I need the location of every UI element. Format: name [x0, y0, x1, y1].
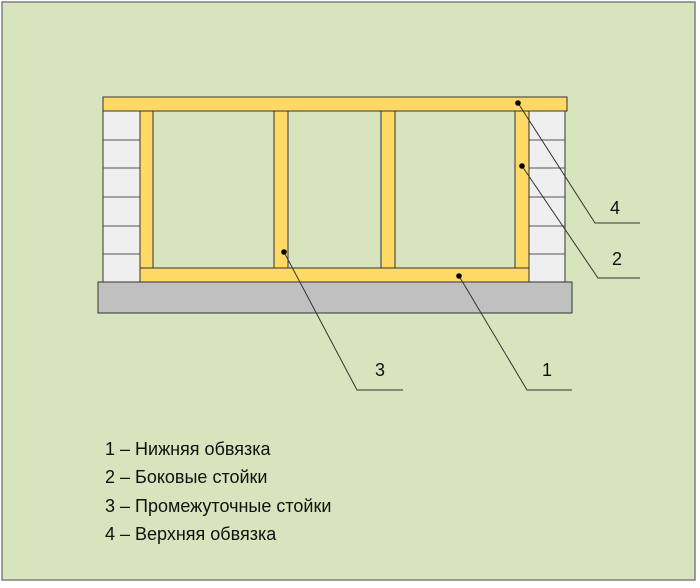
leader-line-1: [458, 275, 572, 391]
legend-item: 4 – Верхняя обвязка: [105, 524, 277, 544]
legend-item: 2 – Боковые стойки: [105, 467, 267, 487]
foundation: [97, 281, 573, 314]
leader-dot-3: [281, 249, 287, 255]
callout-label-3: 3: [375, 360, 385, 380]
legend-item: 1 – Нижняя обвязка: [105, 439, 272, 459]
callout-label-1: 1: [542, 360, 552, 380]
bottom-plate: [139, 267, 530, 283]
leader-dot-4: [515, 100, 521, 106]
left-brick-column: [102, 110, 141, 283]
legend-item: 3 – Промежуточные стойки: [105, 496, 331, 516]
callout-label-2: 2: [612, 249, 622, 269]
leader-line-3: [283, 251, 403, 391]
leader-dot-2: [519, 163, 525, 169]
left-side-stud: [139, 110, 154, 269]
right-brick-column: [528, 110, 566, 283]
leader-line-4: [517, 102, 640, 224]
intermediate-stud: [380, 110, 396, 269]
intermediate-stud: [273, 110, 289, 269]
top-plate: [102, 96, 568, 112]
right-side-stud: [514, 110, 530, 269]
legend: 1 – Нижняя обвязка 2 – Боковые стойки 3 …: [105, 439, 331, 544]
leader-dot-1: [456, 273, 462, 279]
callout-label-4: 4: [610, 198, 620, 218]
leader-line-2: [521, 165, 640, 279]
